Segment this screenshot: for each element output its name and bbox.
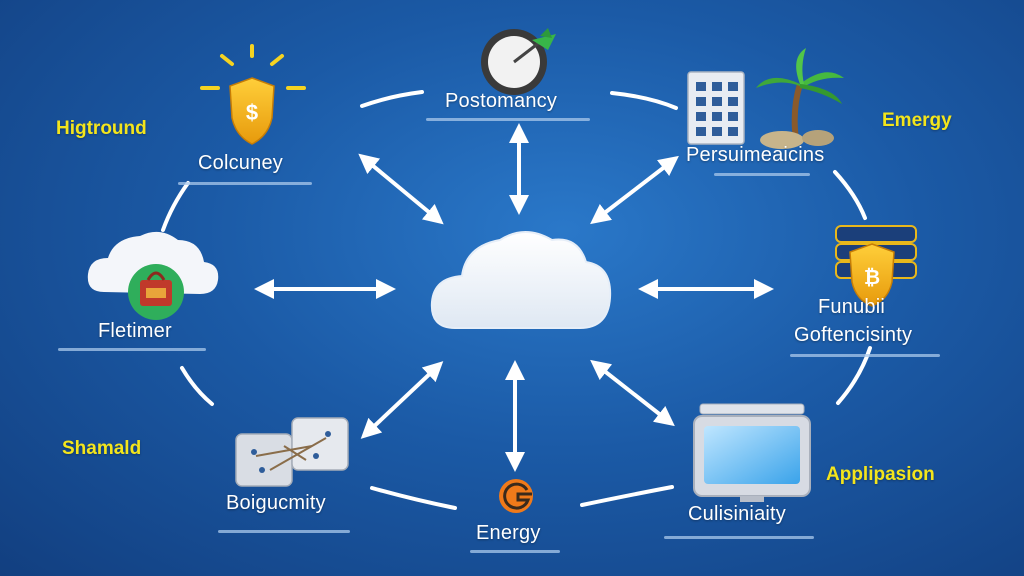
connector-arc — [370, 486, 457, 510]
arrow-bottom-right — [590, 359, 675, 427]
connector-arc — [833, 170, 867, 220]
g-logo-icon — [499, 479, 533, 513]
svg-text:$: $ — [246, 100, 258, 125]
hub-arrows — [254, 123, 774, 472]
circuit-blocks-icon — [235, 417, 349, 487]
label-underline — [664, 536, 814, 539]
cloud-icon — [430, 231, 612, 329]
label-underline — [790, 354, 940, 357]
label-underline — [470, 550, 560, 553]
shield-dollar-icon: $ — [200, 44, 306, 145]
label-underline — [178, 182, 312, 185]
side-label-shamald: Shamald — [62, 438, 142, 459]
label-underline — [58, 348, 206, 351]
gauge-icon — [481, 28, 556, 95]
label-underline — [218, 530, 350, 533]
side-label-applipasion: Applipasion — [826, 464, 935, 485]
node-label-boigucmity: Boigucmity — [226, 492, 326, 514]
arrow-bottom-left — [360, 361, 444, 439]
node-label-colcuney: Colcuney — [198, 152, 283, 174]
connector-arc — [360, 90, 424, 108]
connector-arc — [161, 181, 190, 232]
node-label-postomancy: Postomancy — [445, 90, 558, 112]
node-label-culisiniaity: Culisiniaity — [688, 503, 786, 525]
arrow-top-left — [358, 153, 444, 225]
label-underline — [426, 118, 590, 121]
connector-arc — [180, 366, 214, 406]
node-label-energy: Energy — [476, 522, 541, 544]
svg-text:₿: ₿ — [864, 267, 880, 289]
outer-connectors — [161, 90, 872, 510]
node-label-persuimeaicins: Persuimeaicins — [686, 144, 825, 166]
node-label-goftencisinty: Goftencisinty — [794, 324, 913, 346]
shield-bitcoin-icon: ₿ — [835, 225, 917, 307]
side-label-emergy: Emergy — [882, 110, 952, 131]
cloud-bag-icon — [87, 231, 219, 320]
label-underline — [714, 173, 810, 176]
monitor-icon — [693, 403, 811, 502]
node-label-funubii: Funubii — [818, 296, 885, 318]
connector-arc — [580, 485, 674, 507]
arrow-top-right — [590, 155, 679, 225]
building-palm-icon — [687, 48, 844, 149]
connector-arc — [610, 91, 678, 110]
connector-arc — [836, 346, 872, 405]
side-label-higtround: Higtround — [56, 118, 147, 139]
node-label-fletimer: Fletimer — [98, 320, 172, 342]
